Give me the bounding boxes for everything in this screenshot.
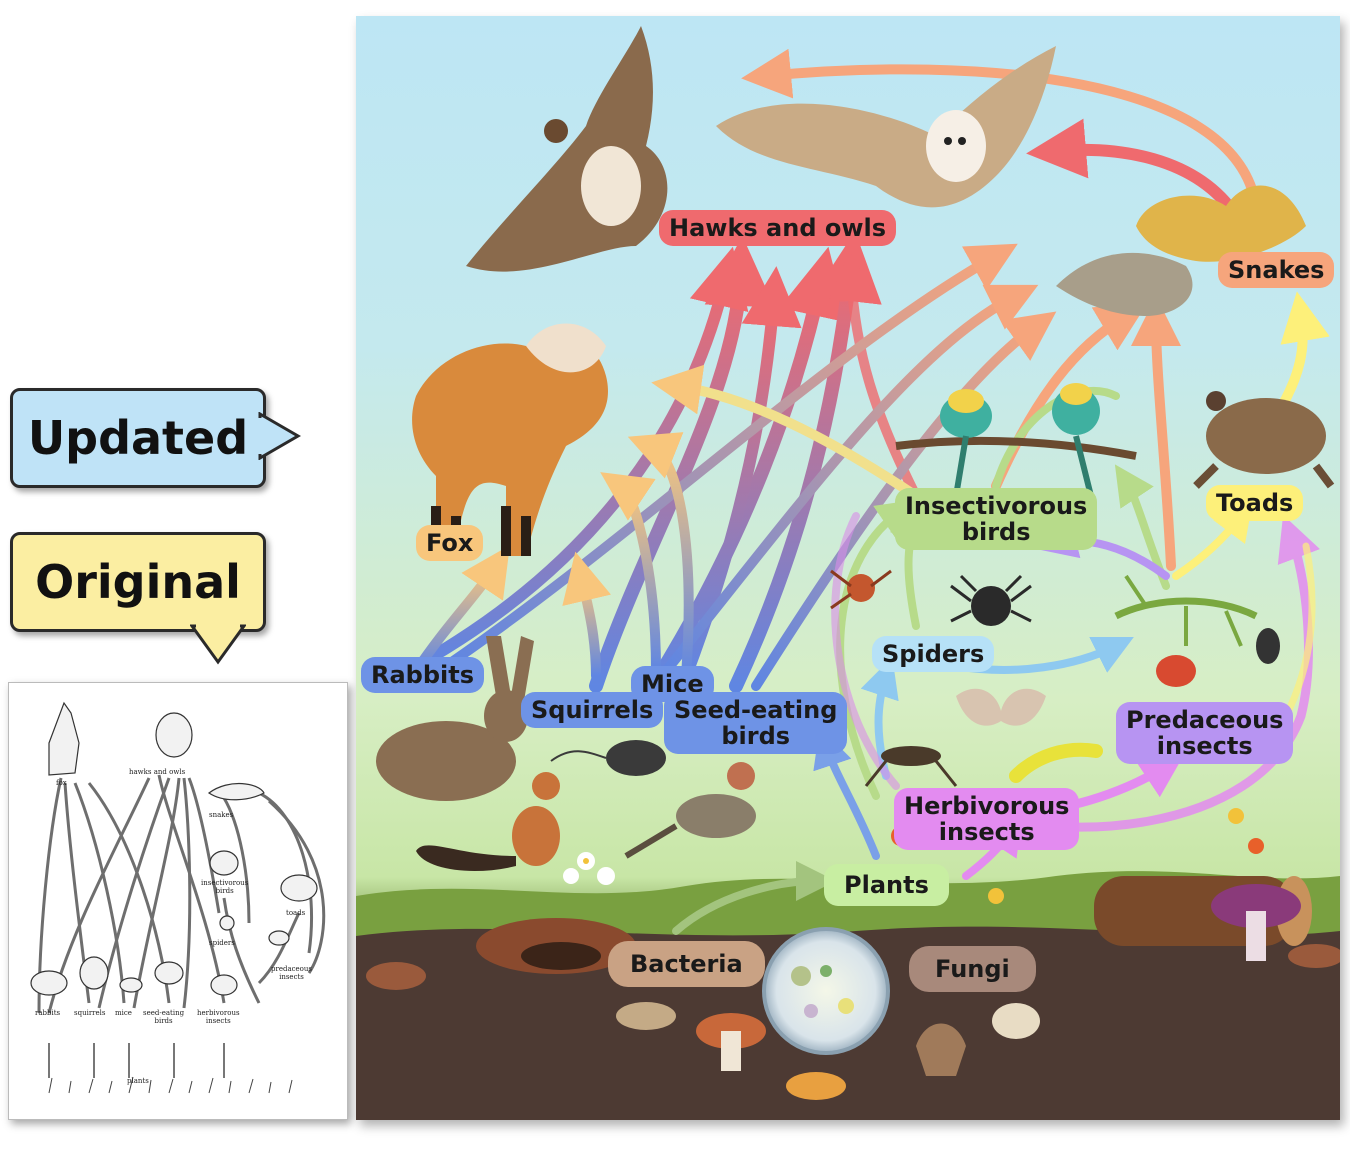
spider-image xyxy=(830,569,1032,626)
updated-food-web: Hawks and owls Snakes Fox Toads Insectiv… xyxy=(356,16,1340,1120)
mushrooms-image xyxy=(616,884,1301,1100)
label-plants: Plants xyxy=(824,864,949,906)
arrow-mice-to-fox xyxy=(600,472,661,676)
snake-image xyxy=(1056,185,1306,316)
arrow-insbirds-to-fox xyxy=(651,364,921,501)
arrow-snakes-to-hawk xyxy=(741,48,1261,211)
orig-label-hawks: hawks and owls xyxy=(129,768,186,776)
label-fox: Fox xyxy=(416,525,484,561)
orig-label-squirrels: squirrels xyxy=(74,1009,106,1017)
orig-label-snakes: snakes xyxy=(209,811,234,819)
arrow-squirrels-to-fox xyxy=(562,551,612,681)
arrow-insbirds-curl xyxy=(992,387,1120,490)
arrow-rabbits-to-snakes xyxy=(441,243,1018,671)
arrow-bacteria-to-plants xyxy=(672,861,836,935)
food-web-scene xyxy=(356,26,1340,1120)
label-rabbits: Rabbits xyxy=(361,657,485,693)
arrow-herbins-to-insbirds xyxy=(836,499,918,800)
orig-label-mice: mice xyxy=(115,1009,132,1017)
orig-label-toads: toads xyxy=(286,909,306,917)
mouse-image xyxy=(550,740,666,776)
caterpillar-image xyxy=(1009,742,1103,783)
arrow-predins-to-toads xyxy=(1172,500,1254,580)
updated-tag: Updated xyxy=(10,388,266,488)
arrow-seedbirds-to-fox xyxy=(627,432,694,681)
arrow-seedbirds-to-snakes xyxy=(751,311,1057,691)
label-toads: Toads xyxy=(1206,485,1304,521)
original-tag-label: Original xyxy=(35,555,241,609)
label-bacteria: Bacteria xyxy=(608,941,765,987)
owl-image xyxy=(716,46,1056,208)
arrow-mice-to-snakes xyxy=(661,284,1039,676)
arrow-rabbits-to-fox xyxy=(411,545,510,676)
label-fungi: Fungi xyxy=(909,946,1036,992)
cricket-image xyxy=(864,746,958,787)
updated-tag-pointer xyxy=(258,412,301,460)
orig-label-rabbits: rabbits xyxy=(35,1009,61,1017)
original-tag-pointer xyxy=(190,624,246,665)
updated-tag-label: Updated xyxy=(27,411,249,465)
fox-image xyxy=(412,323,608,556)
petri-dish-image xyxy=(762,927,890,1055)
arrow-herbins-side xyxy=(831,512,900,790)
arrow-predins-to-toads-2 xyxy=(1282,542,1316,720)
arrow-seedbirds-to-hawks xyxy=(729,231,882,693)
arrow-snakes-to-owl xyxy=(1026,118,1242,222)
rabbit-image xyxy=(376,636,534,801)
finch-image xyxy=(624,762,756,859)
toad-image xyxy=(1193,391,1335,489)
orig-label-fox: fox xyxy=(56,779,67,787)
orig-label-spiders: spiders xyxy=(209,939,235,947)
label-hawks-and-owls: Hawks and owls xyxy=(659,210,897,246)
label-snakes: Snakes xyxy=(1218,252,1335,288)
original-tag: Original xyxy=(10,532,266,632)
label-spiders: Spiders xyxy=(872,636,995,672)
orig-label-plants: plants xyxy=(127,1077,149,1085)
moth-image xyxy=(956,688,1046,726)
bee-eaters-image xyxy=(895,383,1137,497)
arrow-predins-to-snakes xyxy=(1131,296,1182,571)
arrow-squirrels-to-hawks xyxy=(589,236,775,693)
arrow-plants-to-seedbirds xyxy=(813,727,880,860)
mantis-image xyxy=(1114,574,1280,687)
hawk-image xyxy=(466,26,668,272)
original-diagram-drawing xyxy=(30,701,326,1094)
squirrel-image xyxy=(416,772,560,871)
